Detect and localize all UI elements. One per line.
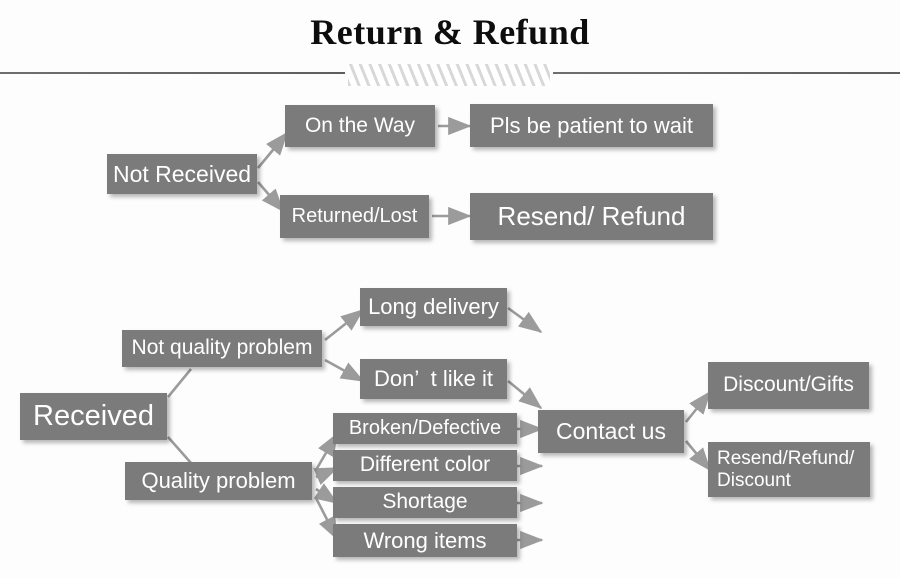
- node-broken-defective[interactable]: Broken/Defective: [333, 413, 517, 444]
- arrow-notreceived-to-ontheway: [256, 131, 289, 169]
- node-discount-gifts[interactable]: Discount/Gifts: [708, 362, 869, 409]
- node-wrong-items[interactable]: Wrong items: [333, 524, 517, 557]
- divider-line-left: [0, 72, 345, 74]
- node-on-the-way[interactable]: On the Way: [285, 105, 435, 147]
- node-dont-like-it[interactable]: Don’ t like it: [360, 359, 507, 399]
- node-returned-lost[interactable]: Returned/Lost: [280, 195, 429, 238]
- arrow-contact-to-resendrefund: [684, 440, 712, 472]
- title-divider: [0, 64, 900, 86]
- connector-received-to-notquality: [166, 368, 193, 398]
- node-resend-refund-discount[interactable]: Resend/Refund/ Discount: [708, 442, 870, 497]
- divider-line-right: [553, 72, 900, 74]
- node-resend-refund[interactable]: Resend/ Refund: [470, 193, 713, 240]
- arrow-dontlike-to-contact: [507, 379, 543, 410]
- node-long-delivery[interactable]: Long delivery: [360, 288, 507, 326]
- arrow-notquality-to-longdelivery: [324, 308, 365, 342]
- node-different-color[interactable]: Different color: [333, 450, 517, 481]
- page-title: Return & Refund: [310, 12, 590, 52]
- arrow-contact-to-discountgifts: [684, 390, 712, 423]
- node-not-received[interactable]: Not Received: [107, 154, 257, 194]
- node-quality-problem[interactable]: Quality problem: [125, 462, 312, 500]
- node-contact-us[interactable]: Contact us: [538, 410, 684, 453]
- arrow-notquality-to-dontlike: [324, 358, 365, 383]
- arrow-notreceived-to-returned: [257, 181, 285, 213]
- divider-hatch: [348, 64, 550, 86]
- connector-received-to-quality: [167, 436, 192, 464]
- node-pls-be-patient-to-wait[interactable]: Pls be patient to wait: [470, 104, 713, 147]
- node-received[interactable]: Received: [20, 393, 167, 440]
- node-shortage[interactable]: Shortage: [333, 487, 517, 518]
- node-not-quality-problem[interactable]: Not quality problem: [122, 330, 322, 367]
- arrow-longdelivery-to-contact: [507, 306, 543, 334]
